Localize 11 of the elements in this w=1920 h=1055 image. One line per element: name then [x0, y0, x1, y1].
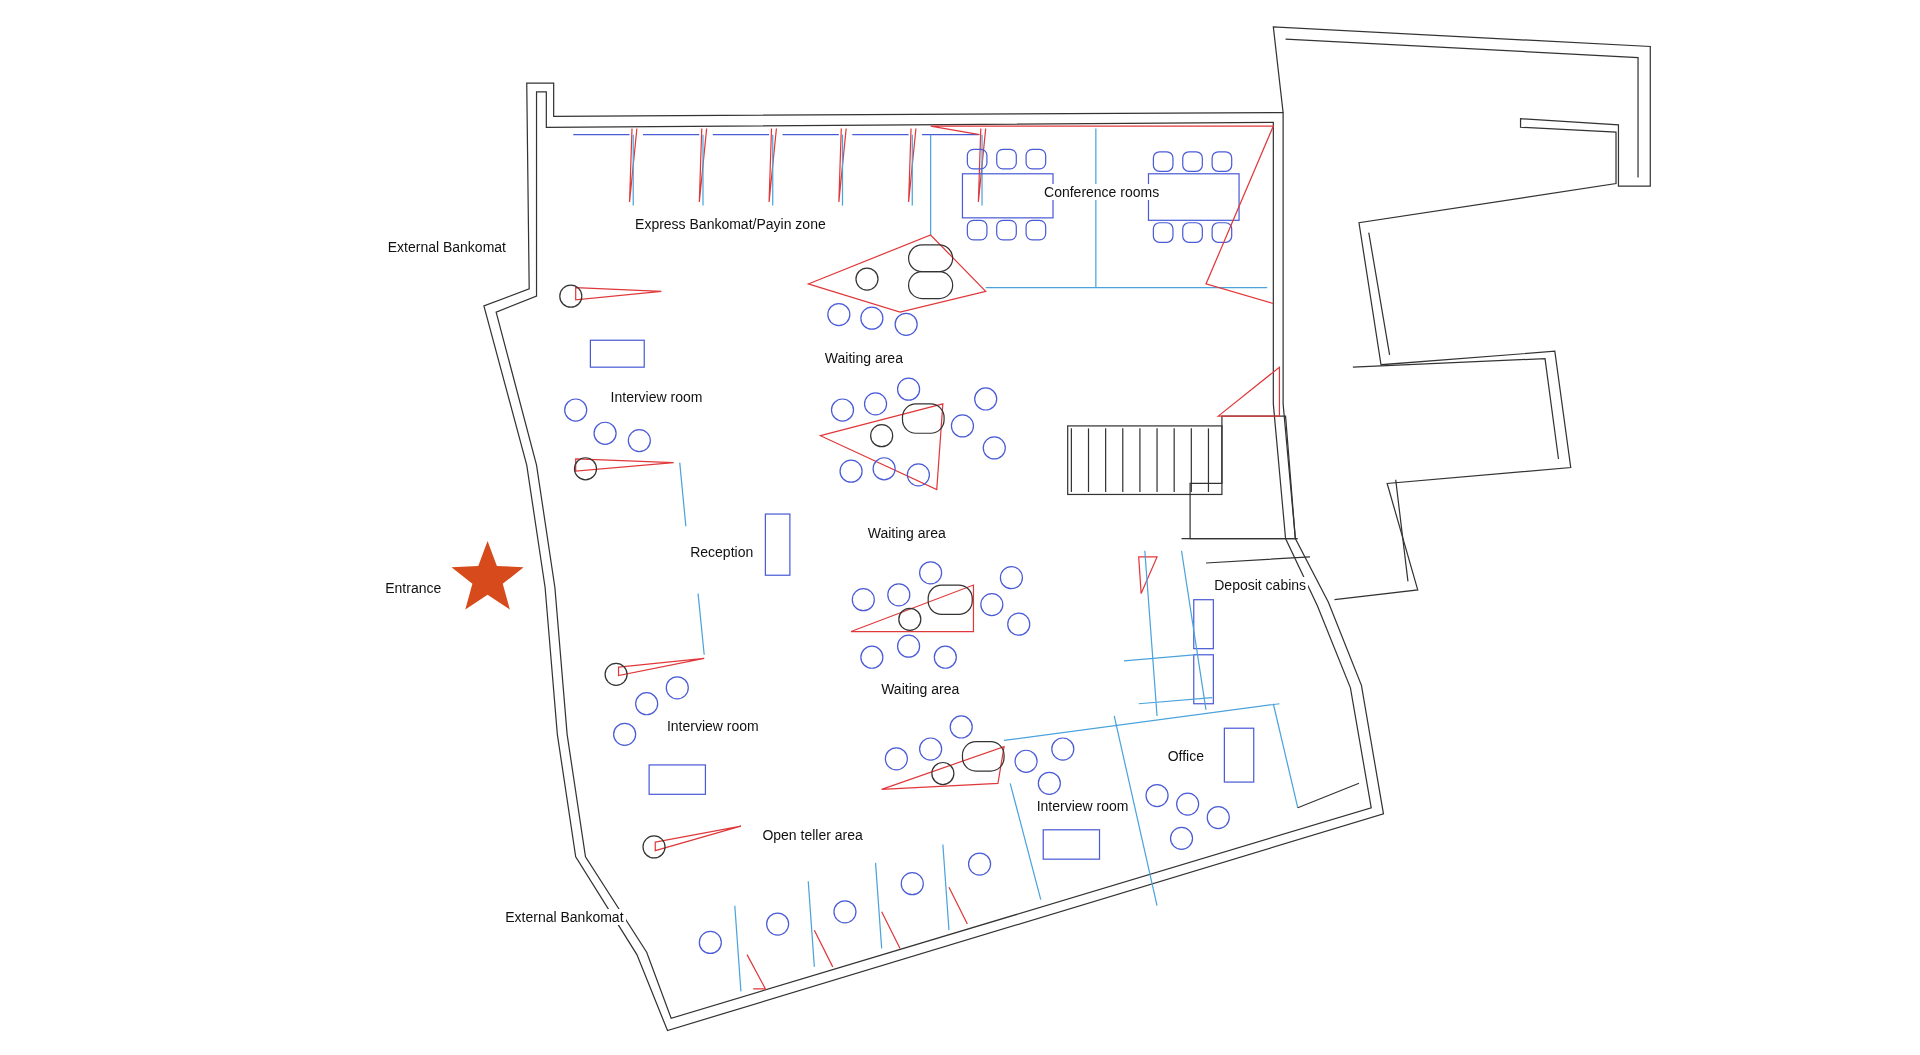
- room-label: Interview room: [608, 388, 705, 405]
- room-label: Conference rooms: [1042, 184, 1162, 201]
- room-label: Waiting area: [822, 349, 905, 366]
- room-label: Reception: [688, 544, 756, 561]
- room-label: Waiting area: [865, 524, 948, 541]
- room-label: Waiting area: [879, 681, 962, 698]
- room-label: External Bankomat: [503, 909, 626, 926]
- room-label: Deposit cabins: [1212, 577, 1309, 594]
- room-label: Office: [1165, 747, 1206, 764]
- room-label: Open teller area: [760, 827, 865, 844]
- room-label: Express Bankomat/Payin zone: [633, 216, 828, 233]
